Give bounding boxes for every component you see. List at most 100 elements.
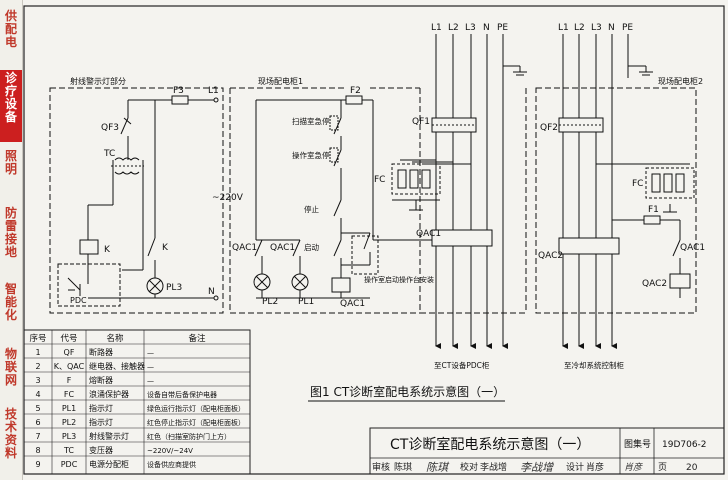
legend-cell: QF <box>64 348 75 357</box>
ext-start-note: 操作室启动操作台安装 <box>364 275 434 284</box>
fuse-f3 <box>171 95 189 105</box>
legend-cell: 2 <box>35 362 40 371</box>
warning-lamp-box <box>49 87 224 314</box>
qac2-main-label: QAC2 <box>538 251 563 261</box>
bus2-l3-label: L3 <box>591 23 602 33</box>
checker-name: 李战增 <box>480 461 507 473</box>
legend-cell: PL2 <box>62 418 76 427</box>
legend-cell: 指示灯 <box>89 403 113 413</box>
f3-label: F3 <box>173 86 184 96</box>
sidebar-item-power-supply[interactable]: 供 配 电 <box>0 10 22 49</box>
sidebar-item-iot[interactable]: 物 联 网 <box>0 348 22 387</box>
legend-cell: 4 <box>35 390 40 399</box>
sidebar-label: 照 明 <box>4 149 17 176</box>
review-label: 审核 <box>372 461 390 473</box>
legend-cell: 6 <box>35 418 40 427</box>
contactor-coil-qac2 <box>669 273 691 289</box>
cabinet2-box <box>535 87 697 314</box>
legend-cell: 熔断器 <box>89 375 113 385</box>
voltage-label: ~220V <box>212 193 244 203</box>
f2-label: F2 <box>350 86 361 96</box>
legend-cell: 指示灯 <box>89 417 113 427</box>
legend-cell: PDC <box>61 460 78 469</box>
pl1-label: PL1 <box>298 297 314 307</box>
legend-cell: F <box>67 376 72 385</box>
bus1-l3-label: L3 <box>465 23 476 33</box>
relay-coil-k <box>79 239 99 255</box>
contactor-coil-qac1 <box>331 277 351 293</box>
checker-signature: 李战增 <box>520 461 554 474</box>
sidebar-item-intelligent[interactable]: 智 能 化 <box>0 283 22 322</box>
legend-cell: — <box>147 377 154 385</box>
atlas-label: 图集号 <box>624 438 651 450</box>
page-number: 20 <box>686 463 698 473</box>
bus2-n-label: N <box>608 23 615 33</box>
legend-header-code: 代号 <box>60 333 77 344</box>
title-block: CT诊断室配电系统示意图（一） 图集号 19D706-2 审核 陈琪 陈琪 校对… <box>369 427 725 475</box>
legend-cell: 3 <box>35 376 40 385</box>
qac1-contact-b-label: QAC1 <box>270 243 295 253</box>
legend-cell: TC <box>63 446 74 455</box>
fc1-label: FC <box>374 175 385 185</box>
l1-label: L1 <box>208 86 219 96</box>
legend-cell: 断路器 <box>89 347 113 357</box>
legend-cell: 1 <box>35 348 40 357</box>
bus1-pe-label: PE <box>497 23 508 33</box>
pdc-label: PDC <box>70 296 87 305</box>
legend-cell: — <box>147 349 154 357</box>
bus1-l1-label: L1 <box>431 23 442 33</box>
pl2-label: PL2 <box>262 297 278 307</box>
legend-cell: PL3 <box>62 432 76 441</box>
legend-cell: 8 <box>35 446 40 455</box>
qac1-right-label: QAC1 <box>680 243 705 253</box>
diagram-caption: 图1 CT诊断室配电系统示意图（一） <box>310 384 505 399</box>
cabinet2-section-label: 现场配电柜2 <box>658 76 703 86</box>
n-label: N <box>208 287 215 297</box>
legend-cell: 红色停止指示灯（配电柜面板） <box>147 418 245 427</box>
sidebar-label: 物 联 网 <box>4 347 17 387</box>
sidebar-label: 诊 疗 设 备 <box>4 71 17 124</box>
legend-header-name: 名称 <box>106 333 124 344</box>
qac1-main-label: QAC1 <box>416 229 441 239</box>
sidebar-item-medical-equipment[interactable]: 诊 疗 设 备 <box>0 70 22 142</box>
legend-cell: 设备自带后备保护电器 <box>147 390 217 399</box>
op-stop-label: 操作室急停 <box>292 150 330 160</box>
legend-cell: 射线警示灯 <box>89 431 129 441</box>
sidebar-item-technical-data[interactable]: 技 术 资 料 <box>0 408 22 460</box>
fc2-label: FC <box>632 179 643 189</box>
legend-cell: 继电器、接触器 <box>89 361 145 371</box>
reviewer-name: 陈琪 <box>394 461 412 473</box>
sidebar-label: 防 雷 接 地 <box>4 206 17 259</box>
design-label: 设计 <box>566 461 584 473</box>
qf2-label: QF2 <box>540 123 558 133</box>
legend-header-no: 序号 <box>29 333 46 344</box>
legend-cell: 红色（扫描室防护门上方） <box>147 432 231 441</box>
sidebar-label: 供 配 电 <box>4 9 17 49</box>
sidebar-item-lighting[interactable]: 照 明 <box>0 150 22 176</box>
stop-label: 停止 <box>304 204 319 214</box>
sheet-title: CT诊断室配电系统示意图（一） <box>390 436 590 453</box>
atlas-number: 19D706-2 <box>662 440 707 450</box>
designer-name: 肖彦 <box>586 461 604 473</box>
legend-cell: 电源分配柜 <box>89 459 129 469</box>
start-label: 启动 <box>304 242 319 252</box>
sidebar-label: 智 能 化 <box>4 282 17 322</box>
legend-cell: 绿色运行指示灯（配电柜面板） <box>147 404 245 413</box>
legend-cell: 浪涌保护器 <box>89 389 129 399</box>
bus2-conductors <box>562 34 629 349</box>
bus1-l2-label: L2 <box>448 23 459 33</box>
bus2-pe-label: PE <box>622 23 633 33</box>
fuse-f2 <box>345 95 363 105</box>
legend-cell: 7 <box>35 432 40 441</box>
sidebar-label: 技 术 资 料 <box>4 407 17 460</box>
legend-cell: FC <box>64 390 75 399</box>
bus2-l1-label: L1 <box>558 23 569 33</box>
k-relay-label: K <box>104 245 111 255</box>
qac1-contact-a-label: QAC1 <box>232 243 257 253</box>
sidebar-item-lightning-grounding[interactable]: 防 雷 接 地 <box>0 207 22 259</box>
bus1-n-label: N <box>483 23 490 33</box>
tc-label: TC <box>103 149 115 159</box>
diagram-labels: 射线警示灯部分 现场配电柜1 现场配电柜2 F3 L1 N QF3 TC K K… <box>70 23 705 370</box>
legend-cell: 变压器 <box>89 445 113 455</box>
